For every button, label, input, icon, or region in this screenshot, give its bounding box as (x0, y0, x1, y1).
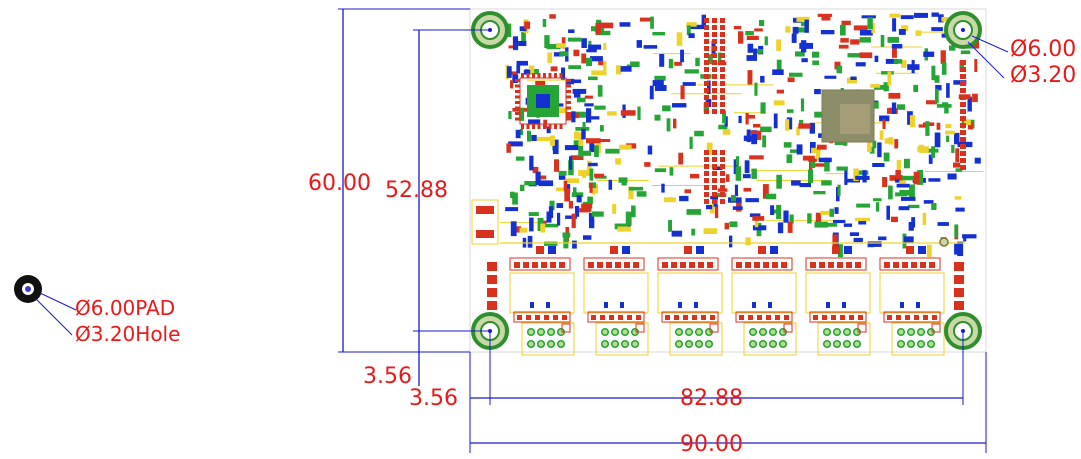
dimension-width-holes: 3.56 82.88 (409, 331, 964, 411)
dim-label-offset-y: 3.56 (363, 364, 412, 389)
hole-callout: Ø6.00 Ø3.20 (967, 35, 1076, 88)
legend-hole-label: Ø3.20Hole (75, 322, 180, 346)
dimension-width-outer: 90.00 (469, 352, 987, 457)
legend-pad-label: Ø6.00PAD (75, 296, 175, 320)
callout-hole-label: Ø3.20 (1010, 63, 1076, 88)
callout-pad-label: Ø6.00 (1010, 37, 1076, 62)
hole-legend: Ø6.00PAD Ø3.20Hole (14, 275, 180, 346)
dimension-height-outer: 60.00 (308, 8, 470, 353)
dim-label-90: 90.00 (680, 432, 743, 457)
dim-label-offset-x: 3.56 (409, 386, 458, 411)
mounting-hole-top-right (944, 11, 982, 49)
dim-label-82-88: 82.88 (680, 386, 743, 411)
dimension-height-holes: 52.88 (385, 29, 490, 386)
dimension-offset-y: 3.56 (363, 364, 412, 389)
dim-label-60: 60.00 (308, 171, 371, 196)
pcb-component-layout (471, 12, 984, 356)
dim-label-52-88: 52.88 (385, 178, 448, 203)
